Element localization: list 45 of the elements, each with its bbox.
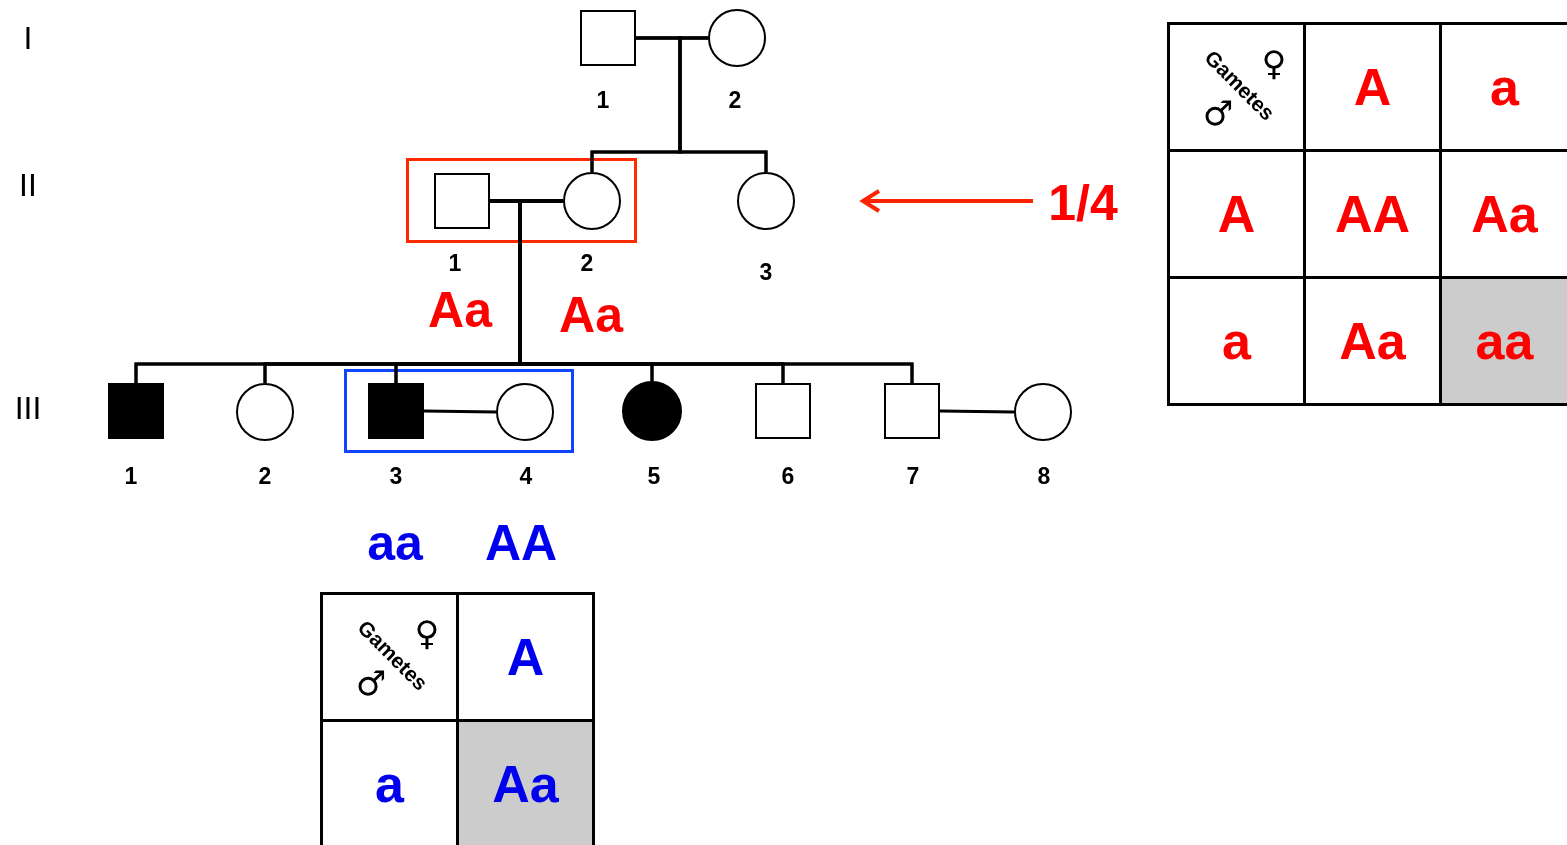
individual-number: 4 bbox=[519, 464, 533, 488]
individual-number: 2 bbox=[728, 88, 742, 112]
couple-line bbox=[636, 36, 708, 40]
affected-female-circle bbox=[622, 381, 682, 441]
female-circle bbox=[708, 9, 766, 67]
couple-line bbox=[490, 199, 563, 203]
male-square bbox=[884, 383, 940, 439]
individual-number: 3 bbox=[389, 464, 403, 488]
genotype-label: AA bbox=[484, 518, 558, 568]
individual-number: 7 bbox=[906, 464, 920, 488]
allele-cell: a bbox=[1167, 276, 1306, 406]
male-square bbox=[755, 383, 811, 439]
individual-number: 1 bbox=[448, 251, 462, 275]
individual-number: 8 bbox=[1037, 464, 1051, 488]
genotype-label: aa bbox=[367, 518, 423, 568]
individual-number: 6 bbox=[781, 464, 795, 488]
highlight-frame bbox=[344, 369, 574, 453]
female-circle bbox=[737, 172, 795, 230]
individual-number: 2 bbox=[258, 464, 272, 488]
probability-label: 1/4 bbox=[1048, 178, 1118, 228]
female-circle bbox=[563, 172, 621, 230]
individual-number: 1 bbox=[596, 88, 610, 112]
couple-line bbox=[423, 409, 497, 414]
affected-male-square bbox=[108, 383, 164, 439]
affected-male-square bbox=[368, 383, 424, 439]
genotype-cell: Aa bbox=[456, 719, 595, 845]
individual-number: 2 bbox=[580, 251, 594, 275]
individual-number: 3 bbox=[759, 260, 773, 284]
genotype-label: Aa bbox=[428, 285, 492, 335]
female-circle bbox=[1014, 383, 1072, 441]
female-circle bbox=[496, 383, 554, 441]
female-circle bbox=[236, 383, 294, 441]
individual-number: 1 bbox=[124, 464, 138, 488]
generation-numeral: III bbox=[14, 392, 42, 424]
male-square bbox=[580, 10, 636, 66]
genotype-label: Aa bbox=[559, 290, 623, 340]
allele-cell: A bbox=[456, 592, 595, 722]
generation-numeral: I bbox=[23, 22, 33, 54]
arrow bbox=[861, 189, 1033, 213]
individual-number: 5 bbox=[647, 464, 661, 488]
generation-numeral: II bbox=[19, 169, 37, 201]
couple-line bbox=[939, 409, 1015, 414]
genotype-cell: aa bbox=[1439, 276, 1567, 406]
highlight-frame bbox=[406, 158, 637, 243]
male-square bbox=[434, 173, 490, 229]
